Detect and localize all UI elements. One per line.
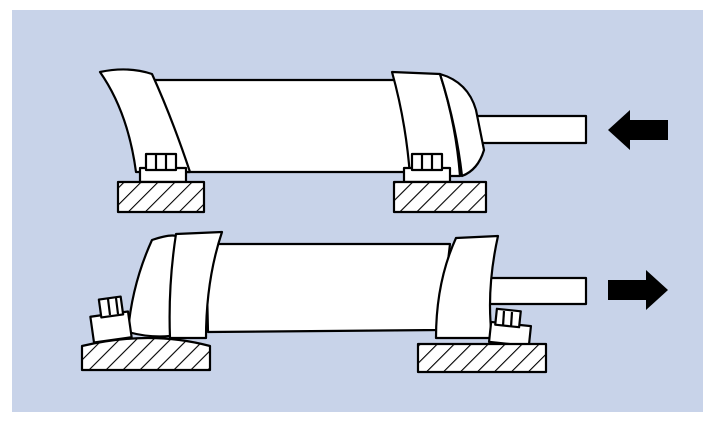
top-left-bolt [138,152,188,184]
right-arrow-icon [608,270,668,310]
top-left-mount-block [116,180,206,214]
bottom-cylinder [80,230,588,374]
top-right-end-cap [438,72,486,178]
top-left-end-cap [98,68,192,174]
bottom-cylinder-barrel [204,242,452,334]
bottom-right-mount-block [416,342,548,374]
bottom-piston-rod [476,276,588,306]
bottom-left-end-cap [126,234,178,338]
bottom-left-clamp-band [168,230,224,340]
top-piston-rod [474,114,588,145]
bottom-left-mount-block [80,336,212,372]
top-right-mount-block [392,180,488,214]
top-right-bolt [402,152,452,184]
left-arrow-icon [608,110,668,150]
bottom-right-bolt [487,307,533,348]
top-cylinder [98,68,588,214]
top-cylinder-barrel [148,78,412,174]
